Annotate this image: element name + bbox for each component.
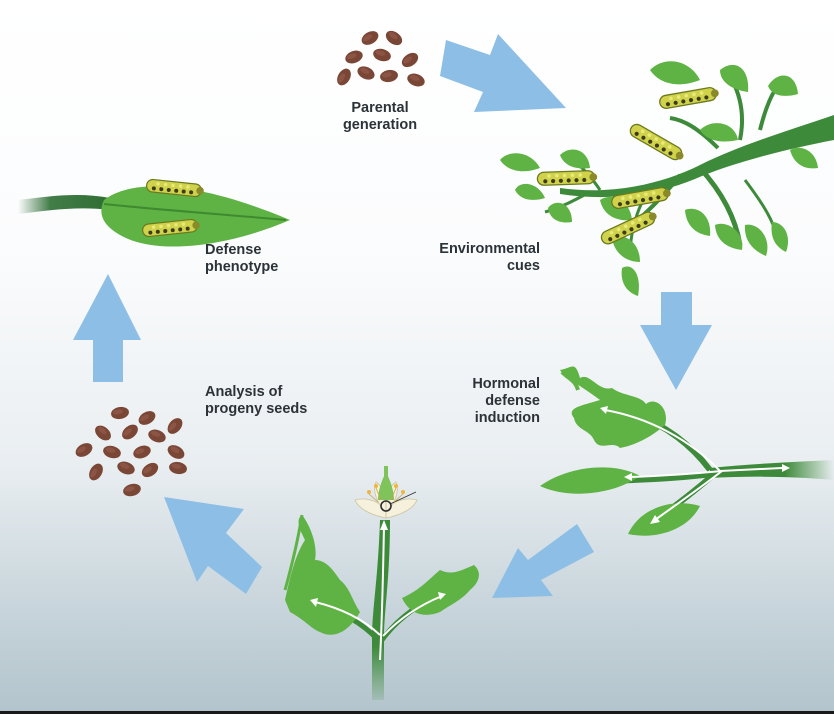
- label-defense-line2: phenotype: [205, 259, 279, 275]
- label-analysis-line1: Analysis of: [205, 384, 283, 400]
- flower: [354, 466, 418, 519]
- flowering-plant: [283, 466, 479, 700]
- arrow-parental-to-environmental: [440, 34, 566, 112]
- label-analysis-line2: progeny seeds: [205, 401, 308, 417]
- arrow-environmental-to-hormonal: [640, 292, 712, 390]
- label-parental-generation: Parental generation: [330, 100, 430, 134]
- induced-branch: [540, 366, 834, 536]
- label-hormonal-line2: defense: [485, 393, 540, 409]
- arrow-flower-to-seeds: [164, 497, 262, 594]
- arrow-hormonal-to-flower: [492, 524, 594, 598]
- label-parental-line1: Parental: [351, 100, 409, 116]
- label-analysis-progeny-seeds: Analysis of progeny seeds: [205, 384, 335, 418]
- parental-seeds: [334, 27, 427, 89]
- label-parental-line2: generation: [342, 117, 418, 133]
- label-defense-phenotype: Defense phenotype: [205, 242, 315, 276]
- arrow-seeds-to-phenotype: [73, 274, 141, 382]
- cycle-arrows: [73, 34, 712, 598]
- label-environmental-cues: Environmental cues: [420, 241, 540, 275]
- defense-leaf: [18, 178, 290, 247]
- label-environmental-line2: cues: [506, 258, 540, 274]
- progeny-seeds: [73, 405, 188, 499]
- label-defense-line1: Defense: [205, 242, 262, 258]
- label-hormonal-line3: induction: [474, 410, 540, 426]
- label-hormonal-line1: Hormonal: [472, 376, 540, 392]
- label-hormonal-defense-induction: Hormonal defense induction: [440, 376, 540, 427]
- bottom-border: [0, 711, 834, 714]
- branch-with-caterpillars: [500, 61, 834, 296]
- label-environmental-line1: Environmental: [439, 241, 540, 257]
